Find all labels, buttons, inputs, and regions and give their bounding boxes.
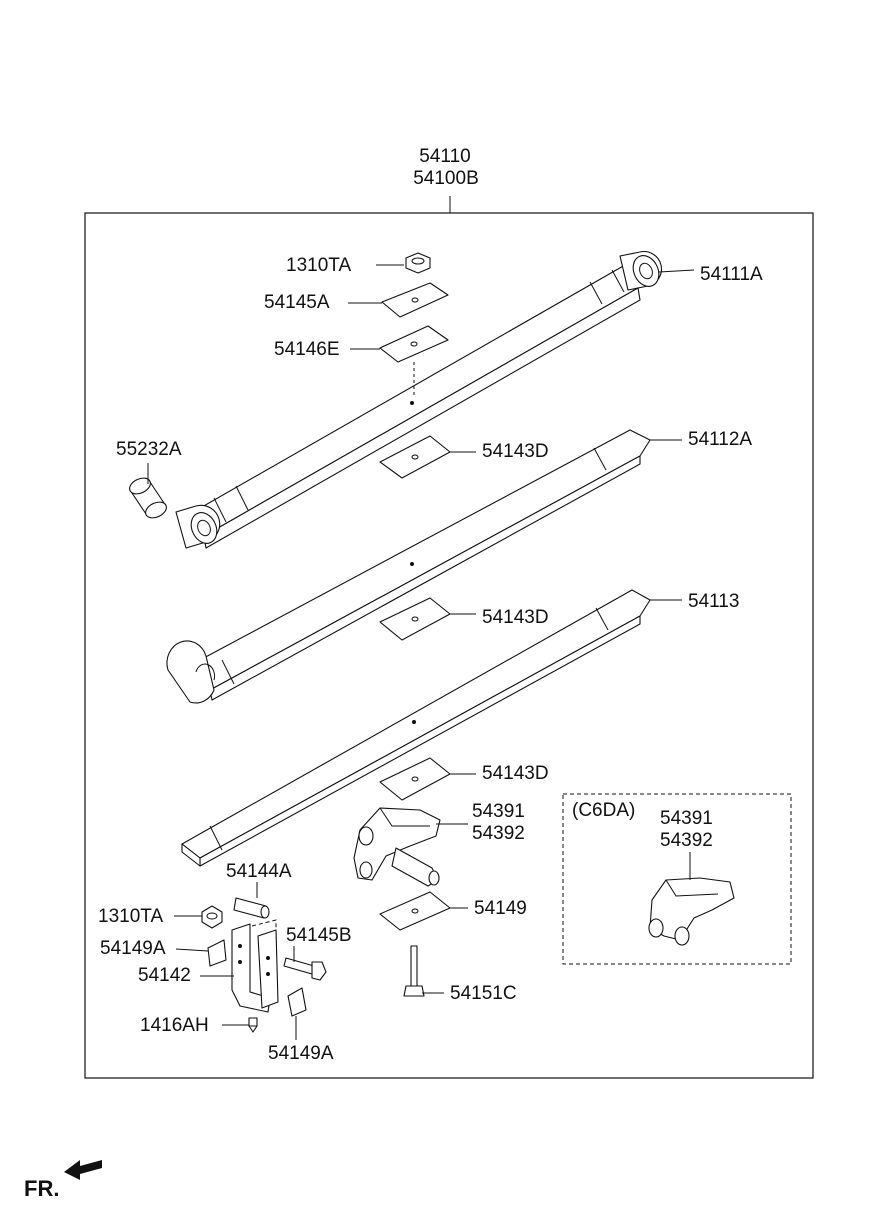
lower-nut	[201, 905, 223, 929]
pin	[233, 897, 270, 919]
bushing	[129, 477, 167, 519]
label-1310ta-top: 1310TA	[286, 255, 352, 276]
variant-label-54392: 54392	[660, 830, 713, 851]
leaf-eye-front	[175, 504, 221, 549]
label-1310ta-lower: 1310TA	[98, 906, 164, 927]
label-54143d-2: 54143D	[482, 607, 549, 628]
variant-code: (C6DA)	[572, 800, 636, 821]
spring-bracket	[353, 807, 441, 887]
label-54149: 54149	[474, 898, 527, 919]
label-54143d-3: 54143D	[482, 763, 549, 784]
direction-label: FR.	[24, 1176, 60, 1201]
clip-bottom	[287, 987, 307, 1017]
top-nut	[405, 252, 431, 274]
label-54111a: 54111A	[700, 264, 763, 285]
label-54149a-left: 54149A	[100, 938, 166, 959]
label-54149a-bottom: 54149A	[268, 1043, 334, 1064]
assembly-number-2: 54100B	[413, 168, 479, 189]
label-54391: 54391	[472, 801, 525, 822]
assembly-frame	[84, 212, 814, 1079]
label-55232a: 55232A	[116, 439, 182, 460]
plate-54145a	[381, 282, 449, 318]
label-54113: 54113	[688, 591, 740, 612]
label-54392: 54392	[472, 823, 525, 844]
label-54146e: 54146E	[274, 339, 340, 360]
variant-box	[562, 793, 792, 965]
label-54145a: 54145A	[264, 292, 330, 313]
label-54151c: 54151C	[450, 983, 517, 1004]
plate-54146e	[379, 325, 449, 398]
arrow-left-icon	[64, 1160, 102, 1180]
variant-bracket	[648, 877, 735, 946]
pad-2	[379, 597, 451, 641]
second-leaf	[199, 429, 651, 701]
pad-3	[379, 757, 451, 801]
label-54142: 54142	[138, 965, 191, 986]
label-54144a: 54144A	[226, 861, 292, 882]
label-1416ah: 1416AH	[140, 1015, 209, 1036]
long-bolt	[403, 945, 425, 997]
label-54143d-1: 54143D	[482, 441, 549, 462]
assembly-number-1: 54110	[419, 146, 471, 167]
plate-54149	[379, 891, 451, 931]
bolt-54145b	[283, 957, 327, 981]
second-leaf-eye	[166, 640, 215, 704]
label-54145b: 54145B	[286, 925, 352, 946]
clip-left	[207, 939, 227, 967]
third-leaf	[181, 589, 651, 867]
label-54112a: 54112A	[688, 429, 753, 450]
leaf-eye-rear	[619, 250, 663, 291]
shackle	[231, 919, 279, 1013]
variant-label-54391: 54391	[660, 808, 713, 829]
small-bolt	[248, 1017, 258, 1033]
